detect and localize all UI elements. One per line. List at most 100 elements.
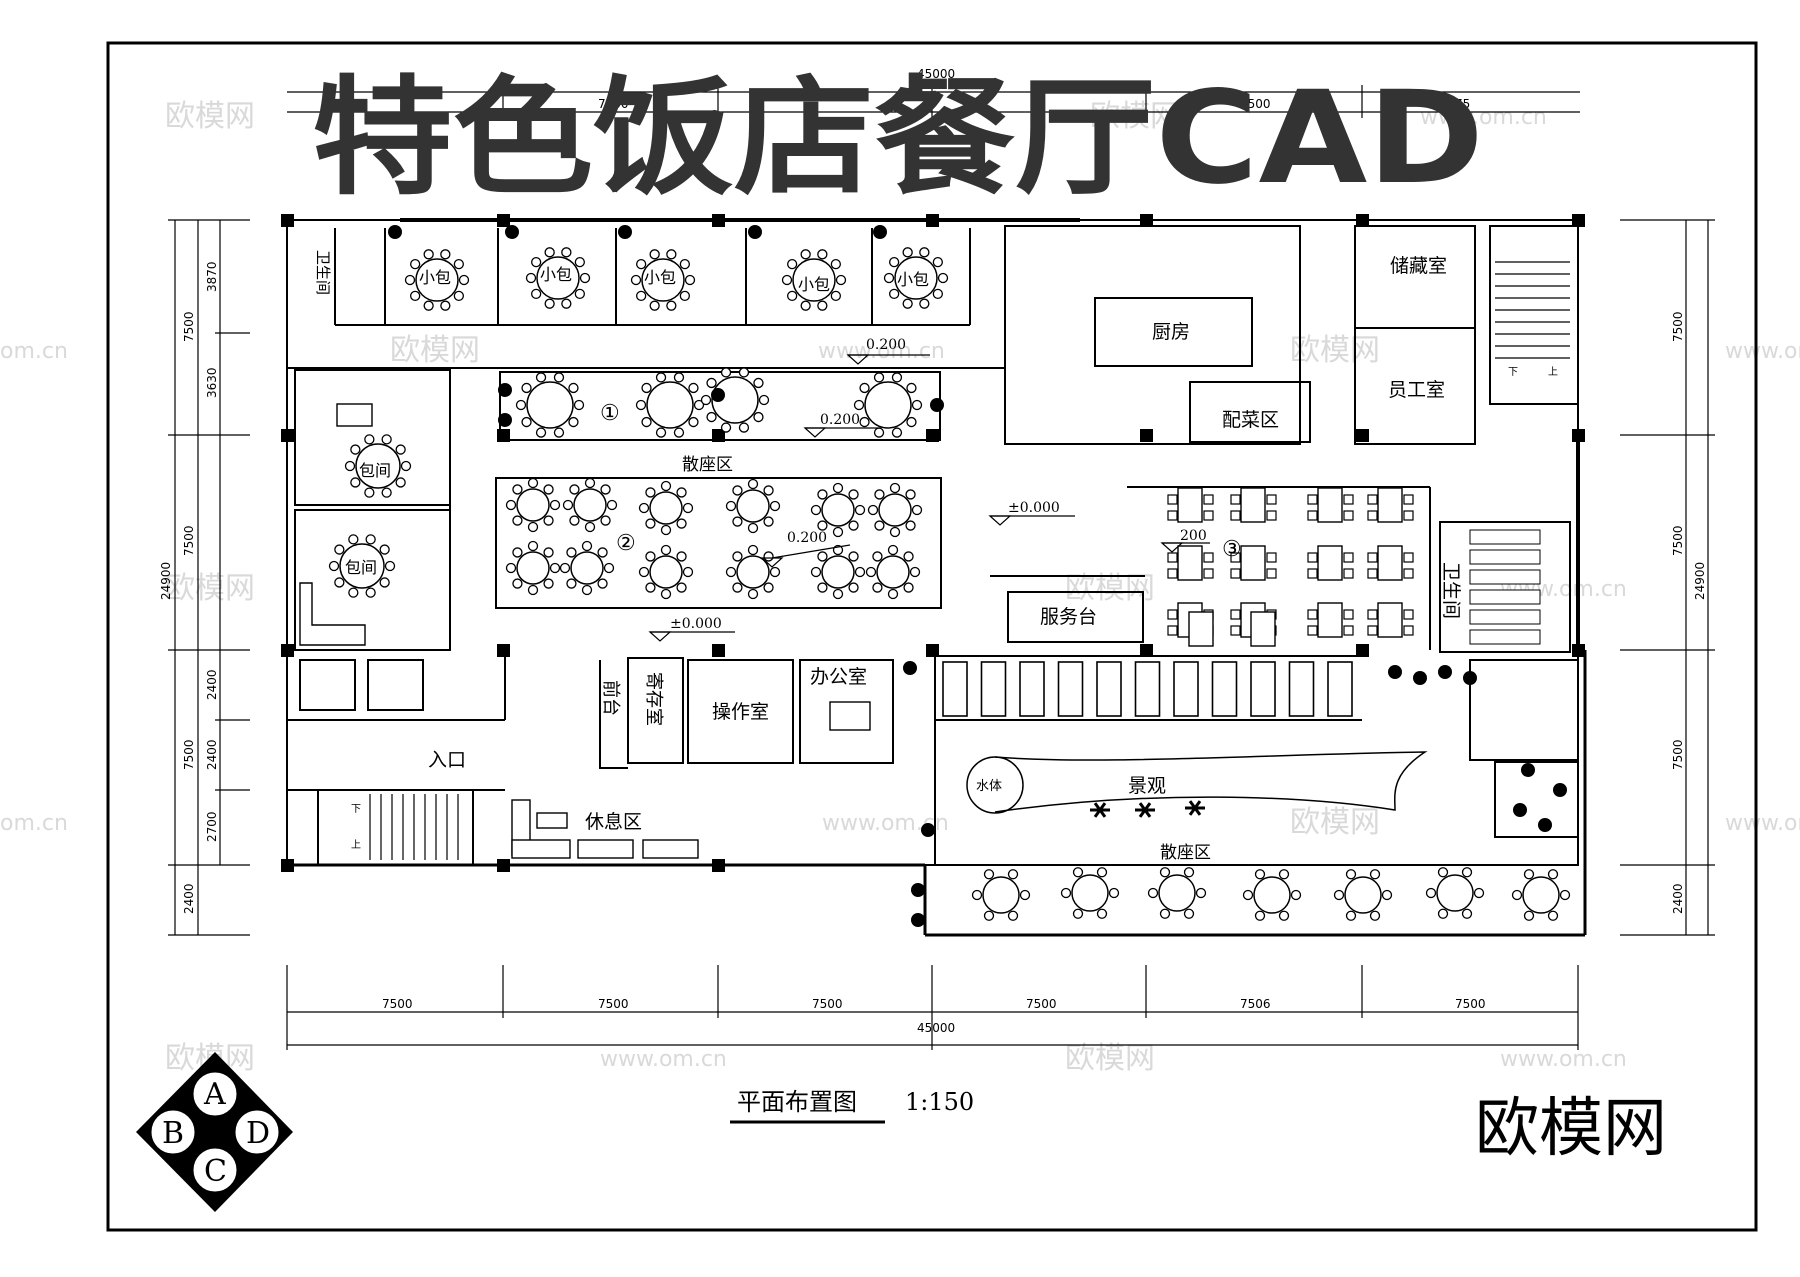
chair xyxy=(810,566,822,578)
chair xyxy=(911,399,923,411)
chair xyxy=(512,515,523,526)
room-private-2: 包间 xyxy=(345,558,377,577)
booth-seat xyxy=(1288,661,1315,717)
chair xyxy=(553,372,565,383)
chair xyxy=(527,540,539,552)
dim-bottom-3: 7500 xyxy=(812,997,843,1011)
chair xyxy=(1345,869,1357,880)
round-table xyxy=(344,434,412,498)
square-table xyxy=(1250,611,1276,647)
chair xyxy=(1147,887,1159,899)
level-markers xyxy=(648,354,1210,642)
chair xyxy=(1167,510,1178,521)
toilet-stall xyxy=(1469,629,1541,645)
plant xyxy=(711,388,725,402)
chair xyxy=(1167,568,1178,579)
chair xyxy=(1547,869,1559,880)
dim-bottom-5: 7506 xyxy=(1240,997,1271,1011)
chair xyxy=(1203,510,1214,521)
chair xyxy=(381,487,392,498)
chair xyxy=(531,288,542,300)
round-table xyxy=(638,544,694,600)
plant xyxy=(505,225,519,239)
chair xyxy=(1019,889,1031,901)
chair xyxy=(1195,887,1207,899)
chair xyxy=(1369,910,1381,921)
chair xyxy=(682,502,694,514)
chair xyxy=(527,477,539,489)
room-prep: 配菜区 xyxy=(1222,409,1279,431)
chair xyxy=(732,582,743,593)
dim-left-inner-4: 2400 xyxy=(205,739,219,770)
chair xyxy=(872,582,883,593)
chair xyxy=(635,399,647,411)
chair xyxy=(848,520,859,531)
dim-bottom-6: 7500 xyxy=(1455,997,1486,1011)
chair xyxy=(636,258,647,270)
level-label: 200 xyxy=(1180,528,1207,544)
chair xyxy=(1547,910,1559,921)
chair xyxy=(725,500,737,512)
chair xyxy=(1072,867,1084,878)
chair xyxy=(889,526,901,538)
chair xyxy=(1307,609,1318,620)
stairs xyxy=(369,261,1570,860)
chair xyxy=(597,547,608,558)
zone-markers: ① ② ③ xyxy=(600,401,1242,562)
chair xyxy=(1343,510,1354,521)
chair xyxy=(832,482,844,494)
chair xyxy=(1159,908,1171,919)
chair xyxy=(919,247,930,258)
chair xyxy=(1183,867,1195,878)
chair xyxy=(679,258,690,270)
round-table xyxy=(883,247,949,309)
booth-seat xyxy=(1211,661,1238,717)
chair xyxy=(364,434,375,445)
square-table xyxy=(1367,602,1414,638)
drawing-name: 平面布置图 xyxy=(737,1088,857,1116)
room-staff: 员工室 xyxy=(1388,379,1445,401)
room-water: 水体 xyxy=(976,779,1002,794)
chair xyxy=(1278,869,1290,880)
chair xyxy=(706,377,717,389)
chair xyxy=(1307,625,1318,636)
chair xyxy=(832,526,844,538)
chair xyxy=(738,367,750,378)
chair xyxy=(379,544,390,555)
chair xyxy=(763,485,774,496)
chair xyxy=(334,544,345,555)
chair xyxy=(673,427,685,438)
chair xyxy=(1367,510,1378,521)
room-dining-top: 散座区 xyxy=(682,455,733,475)
chair xyxy=(666,300,677,311)
chair xyxy=(732,516,743,527)
chair xyxy=(800,300,811,311)
drawing-frame xyxy=(106,41,1758,1232)
chair xyxy=(983,869,995,880)
dim-left-2: 7500 xyxy=(182,525,196,556)
chair xyxy=(535,372,547,383)
plants xyxy=(388,225,1567,927)
chair xyxy=(574,288,585,300)
room-service: 服务台 xyxy=(1040,606,1097,628)
round-table xyxy=(853,372,923,438)
stair-up: 上 xyxy=(351,839,361,851)
round-table xyxy=(700,367,770,433)
watermark: 欧模网 xyxy=(390,333,480,368)
chair xyxy=(747,544,759,556)
chair xyxy=(638,566,650,578)
plant xyxy=(498,383,512,397)
chair xyxy=(584,521,596,533)
watermark: 欧模网 xyxy=(1090,99,1180,134)
dim-left-inner-5: 2700 xyxy=(205,811,219,842)
chair xyxy=(543,515,554,526)
round-table xyxy=(865,544,921,600)
chair xyxy=(732,551,743,562)
chair xyxy=(688,416,699,428)
plant xyxy=(1513,803,1527,817)
room-small-private-4: 小包 xyxy=(798,275,830,294)
watermark: 欧模网 xyxy=(165,571,255,606)
chair xyxy=(505,562,517,574)
chair xyxy=(1290,889,1302,901)
